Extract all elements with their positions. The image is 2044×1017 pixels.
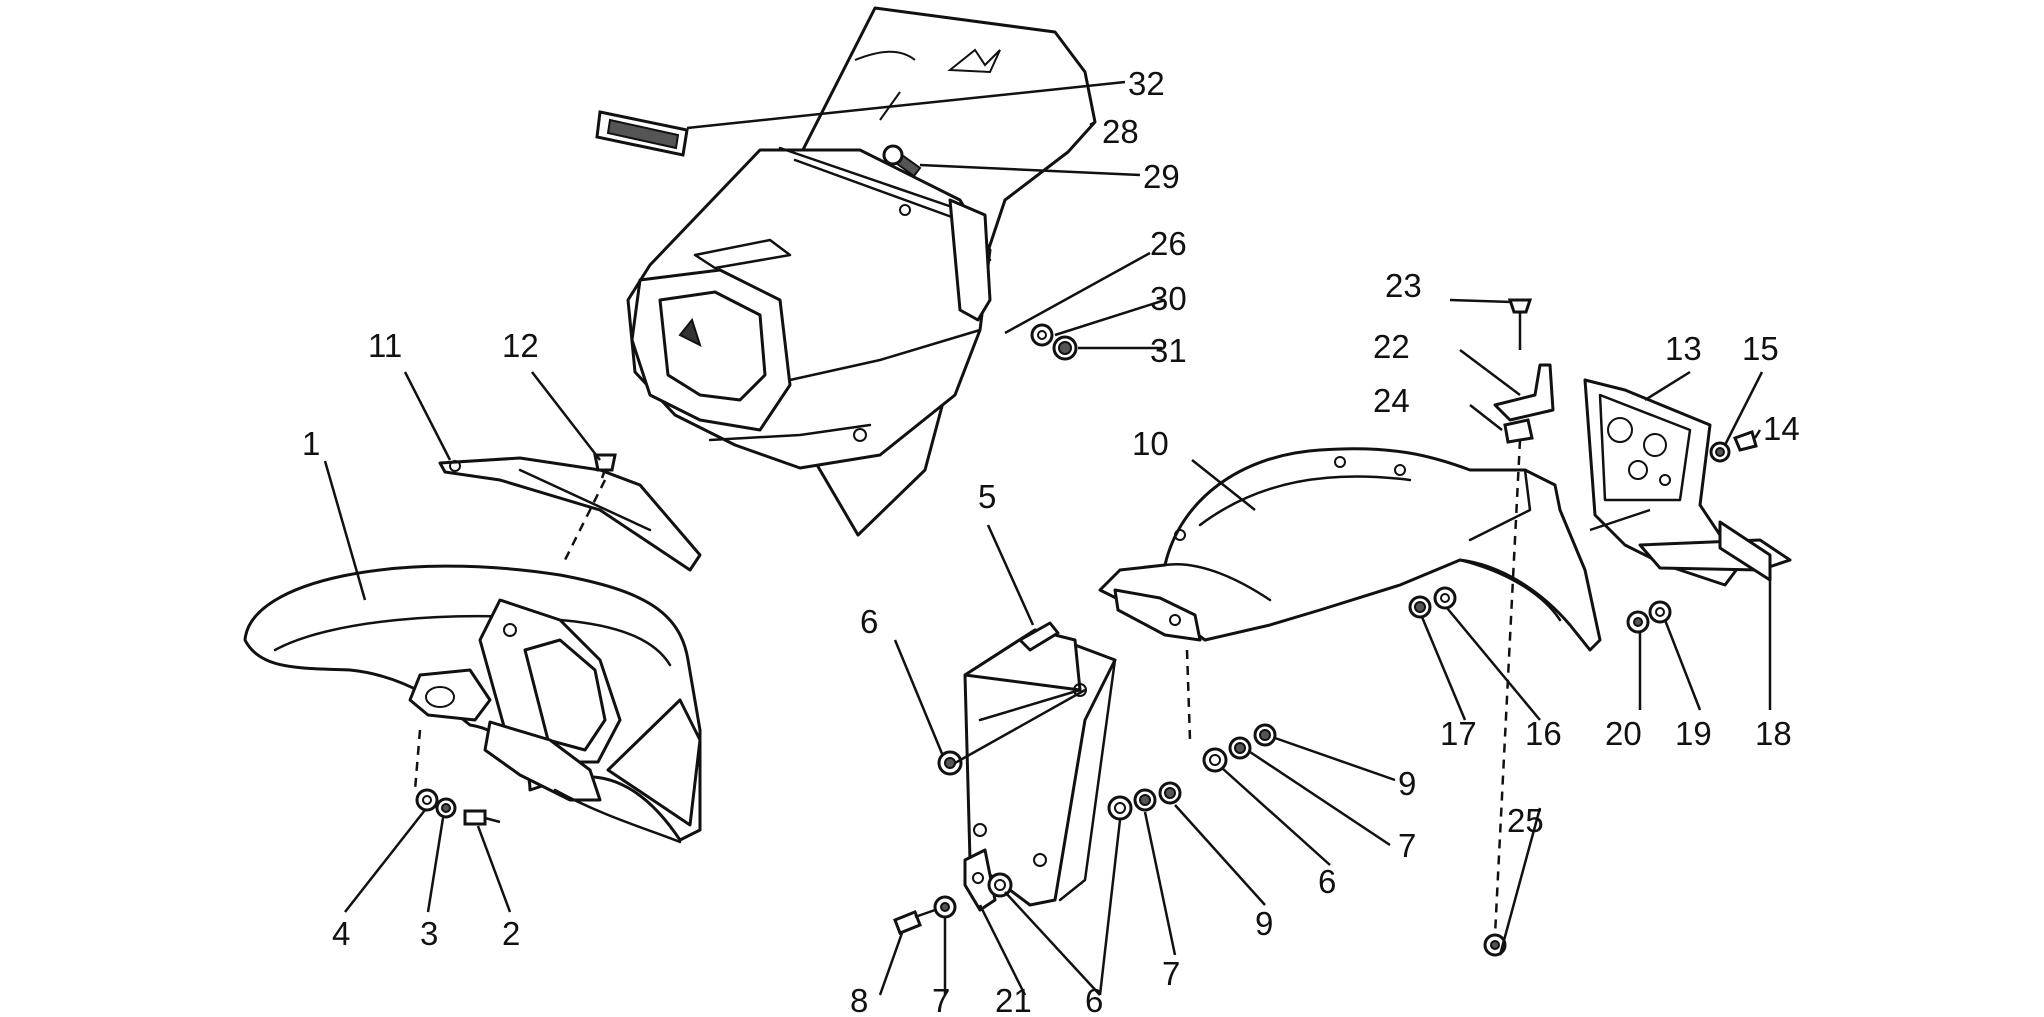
- leader-lines: [323, 80, 1772, 996]
- callout-18: 18: [1755, 715, 1792, 752]
- headlight-fairing: [626, 146, 992, 470]
- callout-5: 5: [978, 478, 996, 515]
- front-mudguard: [243, 564, 702, 844]
- callout-22: 22: [1373, 328, 1410, 365]
- callout-11: 11: [368, 327, 402, 364]
- bracket-hardware: [893, 723, 1277, 935]
- callout-8: 8: [850, 982, 868, 1017]
- callout-16: 16: [1525, 715, 1562, 752]
- callout-25: 25: [1507, 802, 1544, 839]
- callout-29: 29: [1143, 158, 1180, 195]
- callout-4: 4: [332, 915, 350, 952]
- callout-15: 15: [1742, 330, 1779, 367]
- callout-labels: 32 28 29 26 30 31 11 12 1 4 3 2 5 6 10 2…: [302, 65, 1800, 1017]
- callout-24: 24: [1373, 382, 1410, 419]
- callout-13: 13: [1665, 330, 1702, 367]
- callout-1: 1: [302, 425, 320, 462]
- windscreen-screw: [882, 144, 922, 178]
- mudguard-bolt-washers: [415, 788, 501, 826]
- callout-2: 2: [502, 915, 520, 952]
- callout-14: 14: [1763, 410, 1800, 447]
- callout-28: 28: [1102, 113, 1139, 150]
- callout-6-left: 6: [860, 603, 878, 640]
- callout-21: 21: [995, 982, 1032, 1017]
- callout-31: 31: [1150, 332, 1187, 369]
- callout-6-upper: 6: [1318, 863, 1336, 900]
- callout-9-lower: 9: [1255, 905, 1273, 942]
- callout-7-bottom: 7: [932, 982, 950, 1017]
- rear-hardware: [1408, 298, 1555, 957]
- callout-26: 26: [1150, 225, 1187, 262]
- callout-17: 17: [1440, 715, 1477, 752]
- front-mudguard-brace: [438, 456, 702, 572]
- callout-23: 23: [1385, 267, 1422, 304]
- callout-19: 19: [1675, 715, 1712, 752]
- callout-3: 3: [420, 915, 438, 952]
- fairing-nut-washers: [1030, 323, 1078, 361]
- decal-strip: [595, 110, 689, 157]
- plate-holder-hardware: [1626, 430, 1758, 634]
- rear-mudguard: [1098, 447, 1602, 652]
- callout-32: 32: [1128, 65, 1165, 102]
- rear-splash-plate: [963, 621, 1117, 907]
- callout-9-upper: 9: [1398, 765, 1416, 802]
- callout-12: 12: [502, 327, 539, 364]
- callout-30: 30: [1150, 280, 1187, 317]
- callout-7-lower: 7: [1162, 955, 1180, 992]
- bracket-tab: [963, 848, 997, 912]
- callout-6-bottom: 6: [1085, 982, 1103, 1017]
- callout-7-upper: 7: [1398, 827, 1416, 864]
- callout-20: 20: [1605, 715, 1642, 752]
- callout-10: 10: [1132, 425, 1169, 462]
